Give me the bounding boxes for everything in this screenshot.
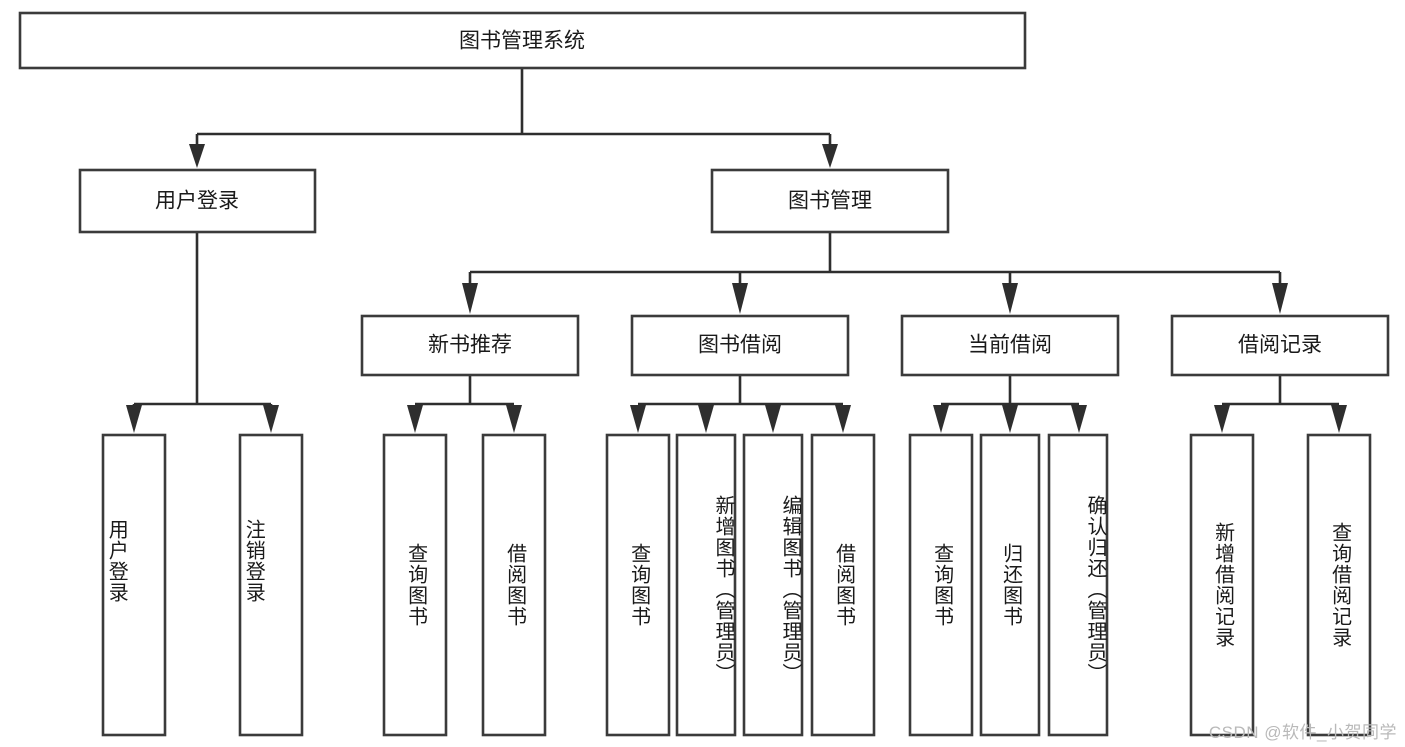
node-book-borrow[interactable]: 图书借阅 (630, 314, 850, 377)
arrow-to-current-borrow-icon (1002, 283, 1018, 314)
leaf-query-book-1-box[interactable] (382, 433, 448, 737)
node-user-login-box[interactable] (78, 168, 317, 234)
arrow-to-leaf-confirm-return-icon (1071, 405, 1087, 433)
node-borrow-record[interactable]: 借阅记录 (1170, 314, 1390, 377)
node-new-book-recommend-label: 新书推荐 (428, 334, 512, 357)
leaf-query-book-3-box[interactable] (908, 433, 974, 737)
node-book-manage[interactable]: 图书管理 (710, 168, 950, 234)
arrow-to-leaf-return-book-icon (1002, 405, 1018, 433)
node-new-book-recommend[interactable]: 新书推荐 (360, 314, 580, 377)
arrow-to-leaf-query-record-icon (1331, 405, 1347, 433)
leaf-query-record-box[interactable] (1306, 433, 1372, 737)
node-root-label: 图书管理系统 (459, 30, 585, 53)
arrow-to-leaf-borrow-book-1-icon (506, 405, 522, 433)
arrow-to-book-manage-icon (822, 144, 838, 168)
node-user-login-label: 用户登录 (155, 190, 239, 213)
arrow-to-leaf-user-login-icon (126, 405, 142, 433)
watermark-label: CSDN @软件_小贺同学 (1208, 723, 1397, 742)
arrow-to-leaf-query-book-1-icon (407, 405, 423, 433)
connectors-borrow-record-to-leaves (1214, 375, 1347, 433)
arrow-to-leaf-query-book-3-icon (933, 405, 949, 433)
node-book-borrow-box[interactable] (630, 314, 850, 377)
arrow-to-leaf-edit-book-icon (765, 405, 781, 433)
connectors-new-book-recommend-to-leaves (407, 375, 522, 433)
leaf-return-book-box[interactable] (979, 433, 1041, 737)
leaf-boxes (101, 433, 1372, 737)
arrow-to-book-borrow-icon (732, 283, 748, 314)
connectors-root-to-level2 (189, 68, 838, 168)
node-borrow-record-label: 借阅记录 (1238, 334, 1322, 357)
leaf-confirm-return-box[interactable] (1047, 433, 1109, 737)
node-user-login[interactable]: 用户登录 (78, 168, 317, 234)
node-root-box[interactable] (18, 11, 1027, 70)
leaf-logout-box[interactable] (238, 433, 304, 737)
leaf-borrow-book-1-box[interactable] (481, 433, 547, 737)
leaf-edit-book-box[interactable] (742, 433, 804, 737)
connectors-book-manage-to-level3 (462, 232, 1288, 314)
arrow-to-leaf-query-book-2-icon (630, 405, 646, 433)
node-borrow-record-box[interactable] (1170, 314, 1390, 377)
leaf-borrow-book-2-box[interactable] (810, 433, 876, 737)
connectors-book-borrow-to-leaves (630, 375, 851, 433)
node-current-borrow-box[interactable] (900, 314, 1120, 377)
node-root[interactable]: 图书管理系统 (18, 11, 1027, 70)
leaf-query-book-2-box[interactable] (605, 433, 671, 737)
arrow-to-user-login-icon (189, 144, 205, 168)
leaf-add-record-box[interactable] (1189, 433, 1255, 737)
leaf-user-login-box[interactable] (101, 433, 167, 737)
node-current-borrow-label: 当前借阅 (968, 334, 1052, 357)
node-current-borrow[interactable]: 当前借阅 (900, 314, 1120, 377)
leaf-add-book-box[interactable] (675, 433, 737, 737)
connectors-current-borrow-to-leaves (933, 375, 1087, 433)
arrow-to-new-book-recommend-icon (462, 283, 478, 314)
node-book-manage-box[interactable] (710, 168, 950, 234)
node-book-borrow-label: 图书借阅 (698, 334, 782, 357)
node-new-book-recommend-box[interactable] (360, 314, 580, 377)
arrow-to-leaf-logout-icon (263, 405, 279, 433)
node-book-manage-label: 图书管理 (788, 190, 872, 213)
connectors-user-login-to-leaves (126, 232, 279, 433)
arrow-to-leaf-add-record-icon (1214, 405, 1230, 433)
arrow-to-leaf-borrow-book-2-icon (835, 405, 851, 433)
arrow-to-leaf-add-book-icon (698, 405, 714, 433)
arrow-to-borrow-record-icon (1272, 283, 1288, 314)
